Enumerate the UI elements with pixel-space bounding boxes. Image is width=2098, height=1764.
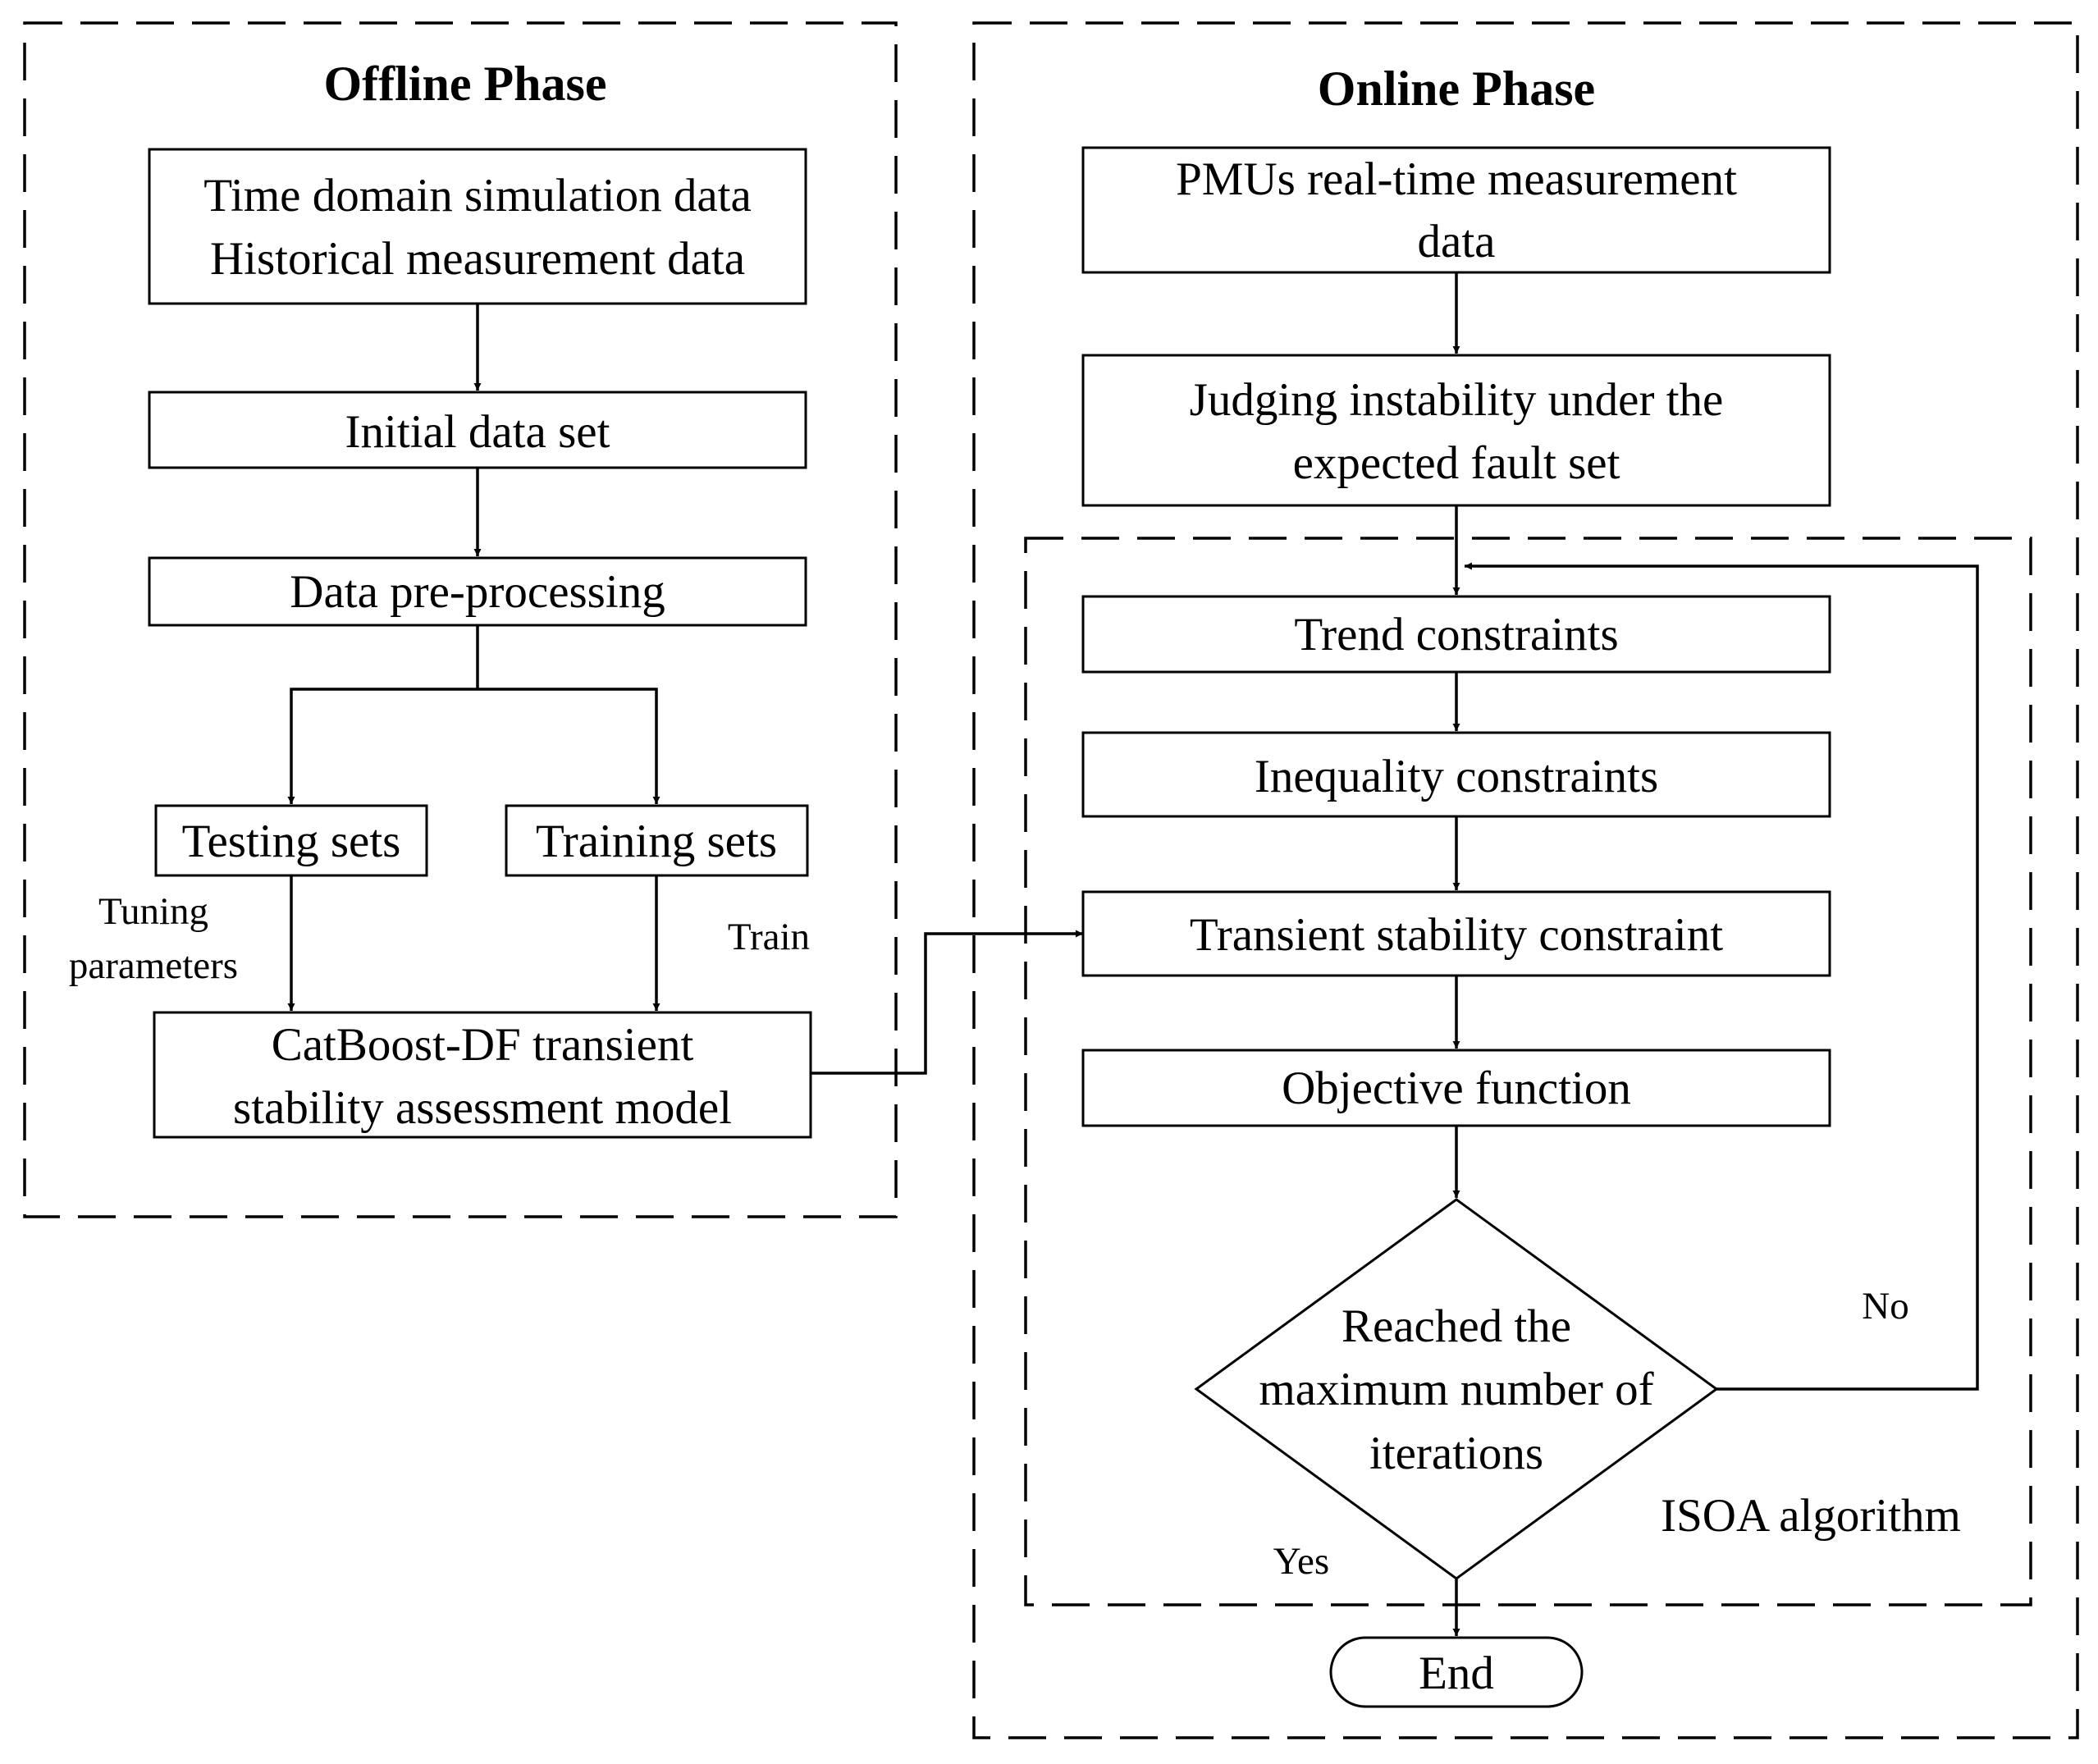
isoa-algorithm-label: ISOA algorithm: [1661, 1490, 1961, 1542]
decision-text-line2: maximum number of: [1259, 1364, 1653, 1415]
tuning-label-line1: Tuning: [98, 890, 208, 933]
historical-data-text: Historical measurement data: [210, 233, 745, 285]
no-loop-arrow: [1465, 562, 1979, 1391]
preprocessing-box: [148, 556, 807, 627]
training-sets-text: Training sets: [536, 816, 777, 867]
judging-instability-text-line2: expected fault set: [1293, 437, 1620, 489]
catboost-model-box: [153, 1011, 812, 1139]
testing-sets-text: Testing sets: [182, 816, 401, 867]
judging-instability-box: [1081, 354, 1831, 507]
arrow-to-testing: [287, 688, 478, 804]
preprocessing-text: Data pre-processing: [290, 566, 665, 618]
testing-sets-box: [154, 804, 428, 877]
inequality-constraints-text: Inequality constraints: [1255, 751, 1658, 802]
arrow-to-training: [478, 688, 660, 804]
offline-phase-region: [23, 21, 898, 1218]
initial-data-text: Initial data set: [345, 406, 610, 458]
decision-text-line1: Reached the: [1342, 1300, 1571, 1352]
yes-label: Yes: [1273, 1540, 1329, 1583]
catboost-model-text-line1: CatBoost-DF transient: [272, 1019, 694, 1071]
pmu-data-text-line1: PMUs real-time measurement: [1176, 153, 1737, 205]
objective-function-box: [1081, 1049, 1831, 1127]
simulation-data-box: [148, 148, 807, 305]
isoa-algorithm-region: [1024, 537, 2032, 1606]
trend-constraints-text: Trend constraints: [1294, 609, 1618, 660]
judging-instability-text-line1: Judging instability under the: [1190, 374, 1724, 426]
catboost-model-text-line2: stability assessment model: [233, 1082, 732, 1134]
online-phase-title: Online Phase: [1318, 62, 1595, 116]
end-terminal: [1329, 1636, 1584, 1708]
offline-phase-title: Offline Phase: [324, 57, 607, 111]
inequality-constraints-box: [1081, 731, 1831, 818]
train-label: Train: [728, 916, 810, 958]
simulation-data-text: Time domain simulation data: [203, 170, 752, 222]
objective-function-text: Objective function: [1282, 1063, 1631, 1114]
transient-stability-box: [1081, 890, 1831, 977]
end-text: End: [1419, 1647, 1494, 1699]
trend-constraints-box: [1081, 595, 1831, 674]
tuning-label-line2: parameters: [69, 944, 238, 987]
online-phase-region: [972, 21, 2079, 1739]
pmu-data-text-line2: data: [1418, 216, 1496, 267]
transient-stability-text: Transient stability constraint: [1190, 909, 1723, 961]
no-label: No: [1862, 1285, 1908, 1328]
arrow-model-to-transient: [811, 930, 1083, 1075]
training-sets-box: [505, 804, 809, 877]
decision-text-line3: iterations: [1369, 1428, 1543, 1479]
